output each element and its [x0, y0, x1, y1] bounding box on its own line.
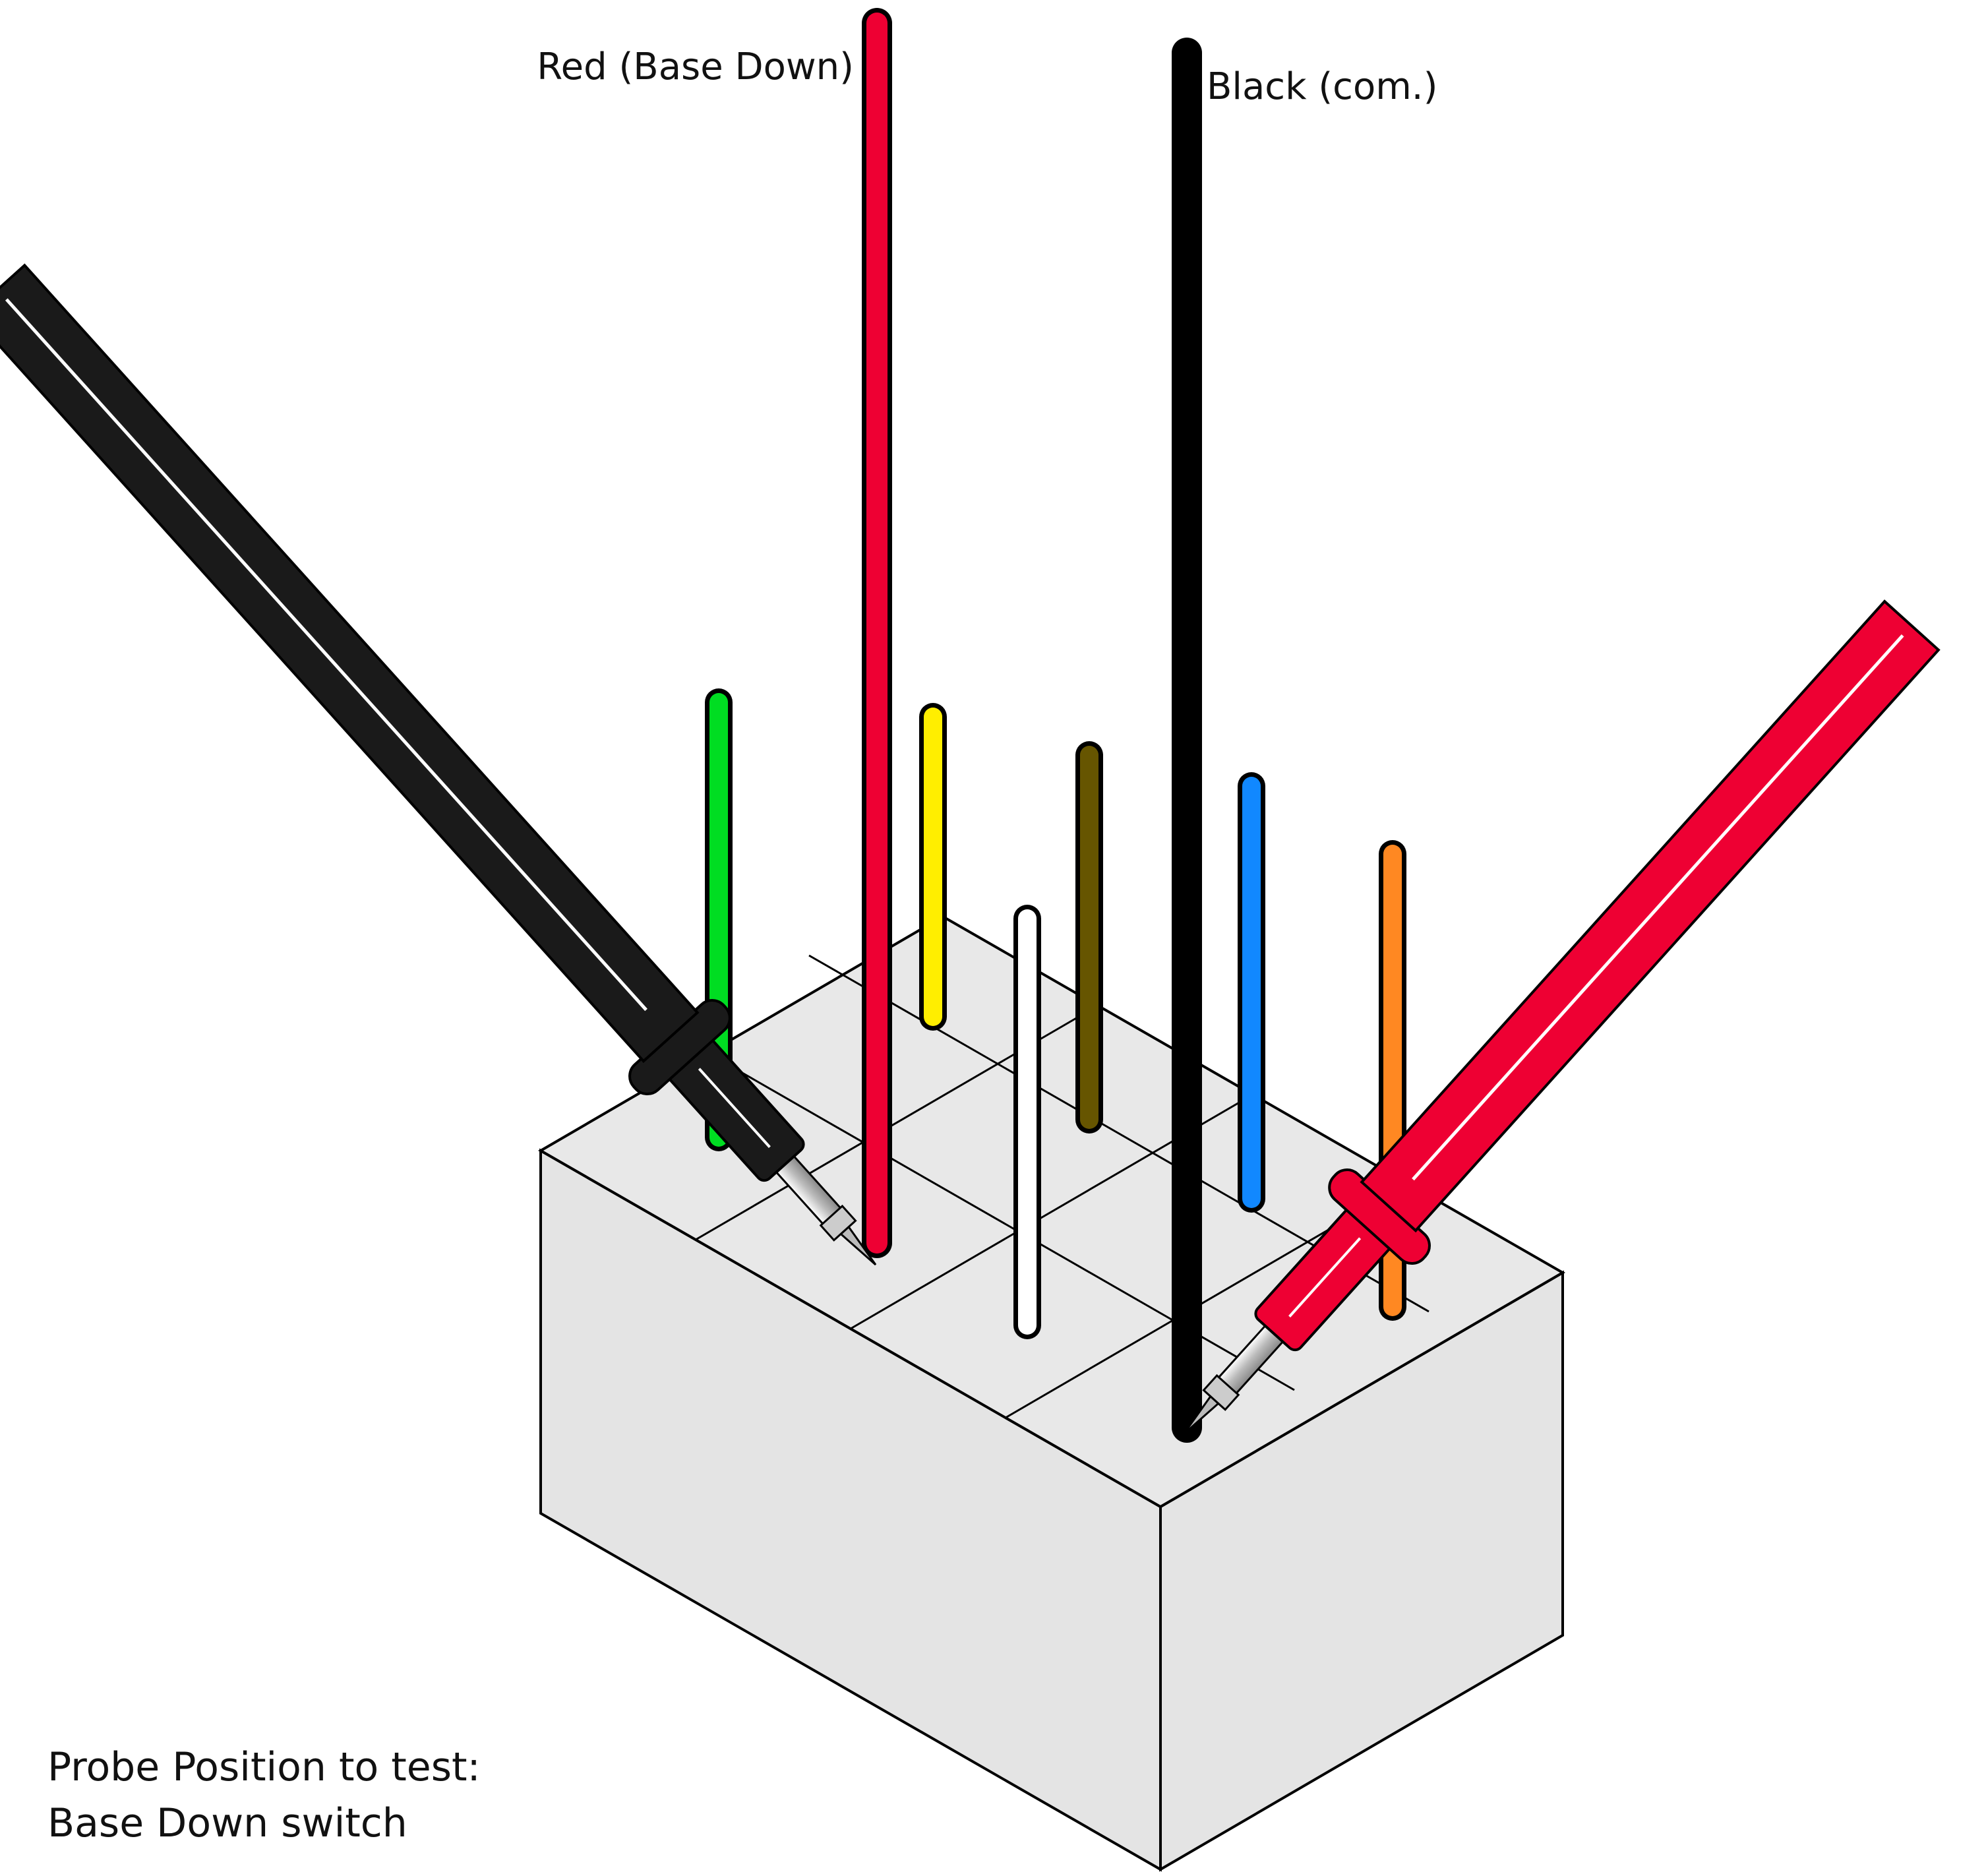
connector-block	[538, 915, 1565, 1872]
black-wire-label: Black (com.)	[1207, 65, 1437, 108]
black-probe-icon	[0, 263, 877, 1266]
caption-line-1: Probe Position to test:	[47, 1744, 481, 1790]
red-wire-label: Red (Base Down)	[537, 45, 854, 88]
wires	[705, 8, 1406, 1443]
red-probe-icon	[1182, 599, 1941, 1436]
caption-line-2: Base Down switch	[47, 1800, 407, 1846]
